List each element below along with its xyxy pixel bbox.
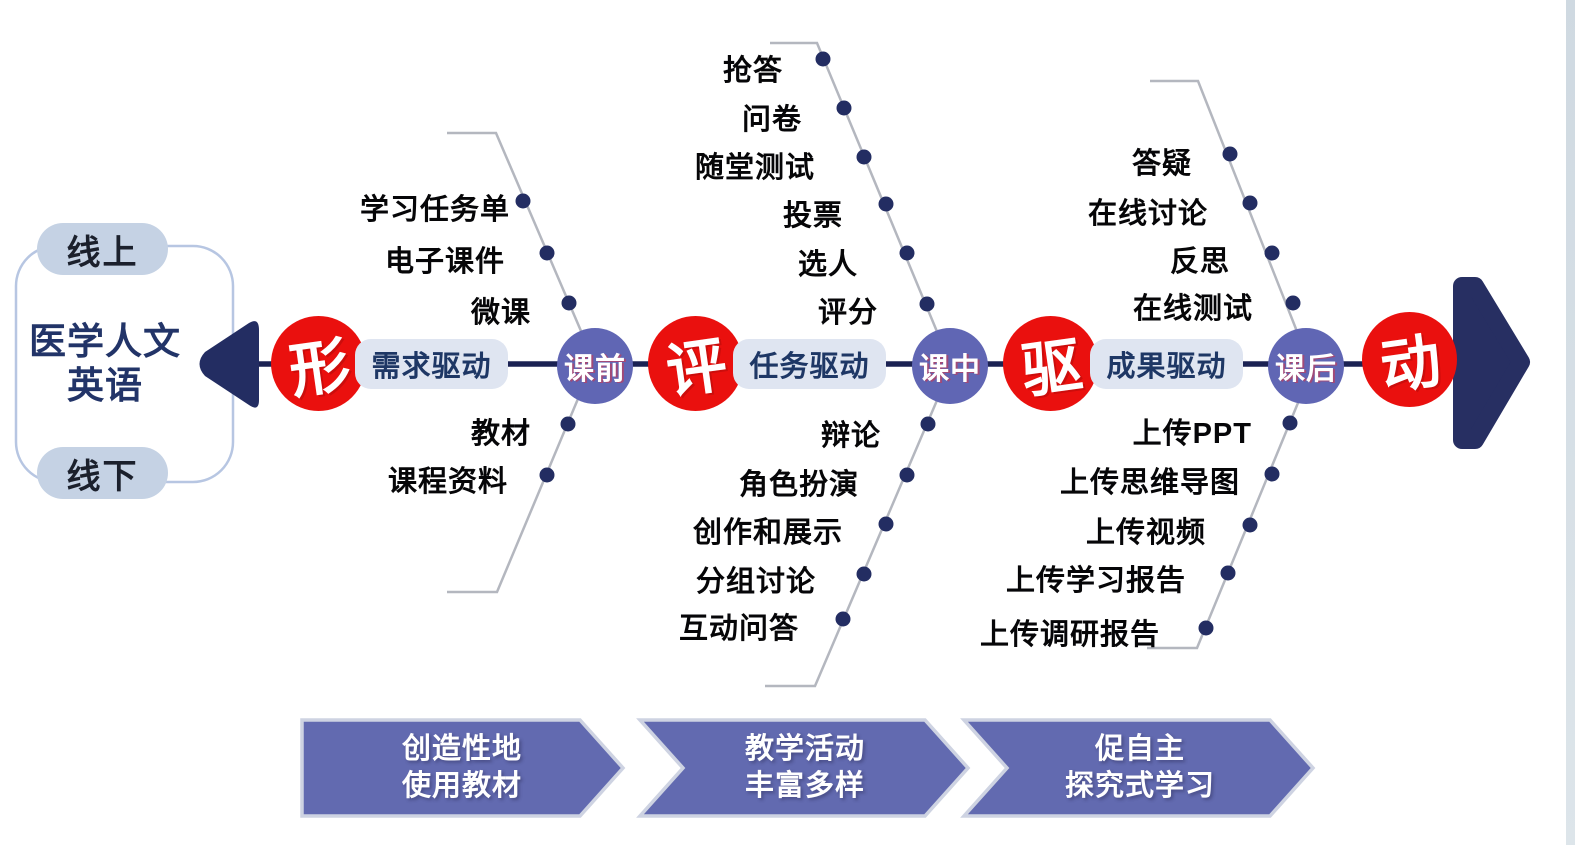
- banner-line: 促自主: [1094, 733, 1185, 765]
- branch-item-label: 反思: [1169, 246, 1230, 278]
- stage-circle-xing: 形: [271, 316, 366, 411]
- branch-item-label: 上传视频: [1085, 517, 1206, 549]
- phase-circle-incourse: 课中: [912, 328, 988, 404]
- branch-line-precourse-top: [447, 131, 586, 339]
- branch-item-label: 上传思维导图: [1059, 467, 1240, 499]
- branch-dot: [1282, 415, 1298, 431]
- phase-circle-postcourse: 课后: [1268, 328, 1344, 404]
- stage-char: 评: [661, 331, 731, 406]
- branch-dot: [919, 296, 935, 312]
- branch-dot: [1198, 620, 1214, 636]
- branch-dot: [1285, 295, 1301, 311]
- branch-item-label: 投票: [782, 200, 843, 232]
- driver-pill-outcome: 成果驱动: [1090, 339, 1243, 389]
- phase-circle-precourse: 课前: [557, 328, 633, 404]
- mode-pill-online: 线上: [37, 223, 168, 275]
- branch-dot: [1242, 195, 1258, 211]
- mode-offline-label: 线下: [66, 457, 139, 496]
- banner-line: 丰富多样: [744, 770, 865, 802]
- branch-item-label: 在线讨论: [1087, 198, 1208, 230]
- banner-line: 使用教材: [401, 770, 522, 802]
- branch-line-incourse-top: [770, 41, 940, 335]
- phase-label: 课后: [1275, 353, 1337, 386]
- branch-dot: [899, 467, 915, 483]
- branch-item-label: 上传调研报告: [979, 619, 1160, 651]
- branch-dot: [856, 566, 872, 582]
- branch-item-label: 学习任务单: [359, 194, 510, 226]
- branch-dot: [1264, 466, 1280, 482]
- branch-item-label: 教材: [470, 418, 531, 450]
- banner-line: 教学活动: [744, 733, 865, 765]
- branch-item-label: 评分: [817, 297, 878, 329]
- branch-line-postcourse-bottom: [1147, 397, 1302, 650]
- banner-text-2: 教学活动 丰富多样: [655, 722, 955, 814]
- course-title: 医学人文 英语: [0, 320, 210, 408]
- branch-item-label: 电子课件: [384, 246, 505, 278]
- phase-label: 课前: [564, 353, 626, 386]
- banner-text-3: 促自主 探究式学习: [990, 722, 1290, 814]
- phase-label: 课中: [919, 353, 981, 386]
- branch-item-label: 微课: [470, 297, 531, 329]
- branch-line-incourse-bottom: [765, 397, 940, 688]
- stage-char: 动: [1375, 327, 1445, 402]
- course-title-line2: 英语: [67, 365, 143, 406]
- branch-dot: [836, 100, 852, 116]
- branch-dot: [1220, 565, 1236, 581]
- branch-line-precourse-bottom: [447, 393, 582, 594]
- branch-dot: [878, 516, 894, 532]
- branch-dots: [515, 51, 1301, 636]
- branch-dot: [1222, 146, 1238, 162]
- branch-item-label: 角色扮演: [738, 469, 859, 501]
- driver-pill-task: 任务驱动: [733, 339, 886, 389]
- branch-item-label: 上传PPT: [1132, 418, 1252, 450]
- stage-char: 驱: [1016, 331, 1086, 406]
- banner-line: 探究式学习: [1064, 770, 1215, 802]
- mode-online-label: 线上: [66, 233, 139, 272]
- branch-item-label: 课程资料: [387, 466, 508, 498]
- stage-circle-ping: 评: [648, 316, 743, 411]
- branch-item-label: 在线测试: [1132, 293, 1253, 325]
- banner-arrow-shape-1: [300, 718, 626, 818]
- driver-pill-demand: 需求驱动: [355, 339, 508, 389]
- branch-dot: [920, 416, 936, 432]
- course-title-line1: 医学人文: [29, 321, 181, 362]
- branch-dot: [1264, 245, 1280, 261]
- branch-item-label: 答疑: [1131, 148, 1192, 180]
- branch-dot: [561, 295, 577, 311]
- banner-line: 创造性地: [401, 733, 522, 765]
- branch-dot: [515, 193, 531, 209]
- stage-char: 形: [284, 331, 354, 406]
- banner-arrow-shape-3: [960, 718, 1316, 818]
- branch-dot: [856, 149, 872, 165]
- branch-dot: [539, 245, 555, 261]
- branch-dot: [878, 196, 894, 212]
- branch-item-label: 上传学习报告: [1005, 565, 1186, 597]
- branch-dot: [1242, 517, 1258, 533]
- branch-item-label: 互动问答: [678, 613, 799, 645]
- branch-line-postcourse-top: [1150, 79, 1300, 335]
- stage-circle-dong: 动: [1362, 312, 1457, 407]
- branch-item-label: 创作和展示: [692, 517, 843, 549]
- branch-dot: [835, 611, 851, 627]
- stage-circle-qu: 驱: [1003, 316, 1098, 411]
- banner-text-1: 创造性地 使用教材: [312, 722, 612, 814]
- branch-item-label: 随堂测试: [694, 152, 815, 184]
- branch-item-label: 辩论: [820, 420, 881, 452]
- left-arrowhead-icon: [199, 321, 259, 408]
- right-arrow-icon: [1453, 277, 1530, 449]
- branch-dot: [560, 416, 576, 432]
- banner-arrow-shape-2: [636, 718, 971, 818]
- branch-item-label: 问卷: [741, 104, 802, 136]
- branch-dot: [539, 467, 555, 483]
- branch-item-label: 选人: [797, 249, 858, 281]
- right-edge-strip: [1566, 0, 1575, 845]
- branch-dot: [899, 245, 915, 261]
- branch-item-label: 抢答: [722, 55, 783, 87]
- branch-item-label: 分组讨论: [695, 566, 816, 598]
- mode-pill-offline: 线下: [37, 447, 168, 499]
- branch-dot: [815, 51, 831, 67]
